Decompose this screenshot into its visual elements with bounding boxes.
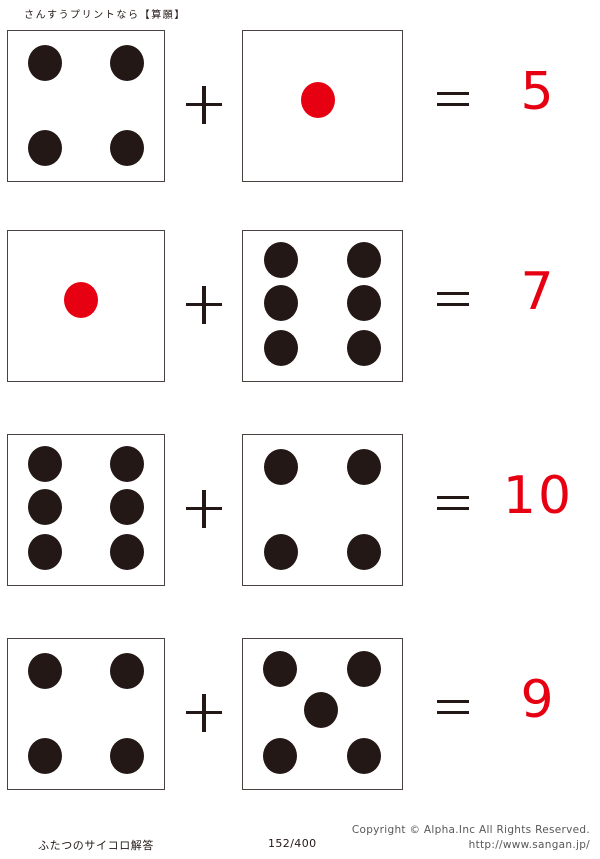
plus-icon	[186, 82, 222, 128]
die-pip	[28, 44, 63, 81]
die-right	[242, 434, 403, 586]
plus-icon	[186, 690, 222, 736]
die-left	[7, 30, 165, 182]
die-pip	[346, 448, 381, 485]
equals-icon	[437, 700, 469, 722]
equals-icon	[437, 292, 469, 314]
problem-row: 9	[0, 638, 600, 798]
die-pip	[28, 738, 63, 774]
die-pip	[346, 241, 381, 278]
page-title: さんすうプリントなら【算願】	[24, 10, 186, 21]
die-pip	[303, 691, 338, 728]
die-left	[7, 434, 165, 586]
die-pip	[300, 82, 335, 118]
footer-sheet-title: ふたつのサイコロ解答	[38, 839, 154, 852]
footer: ふたつのサイコロ解答 152/400 Copyright © Alpha.Inc…	[0, 822, 600, 859]
die-pip	[64, 282, 99, 318]
footer-copyright: Copyright © Alpha.Inc All Rights Reserve…	[351, 824, 590, 836]
answer-value: 9	[520, 670, 556, 730]
answer-value: 10	[502, 466, 574, 526]
die-pip	[28, 652, 63, 689]
die-pip	[262, 651, 297, 687]
die-pip	[262, 738, 297, 774]
die-left	[7, 230, 165, 382]
die-pip	[264, 330, 299, 366]
die-right	[242, 230, 403, 382]
die-pip	[346, 738, 381, 774]
answer-value: 7	[520, 262, 556, 322]
die-pip	[109, 489, 144, 525]
die-pip	[346, 534, 381, 570]
footer-page-number: 152/400	[268, 837, 317, 850]
die-left	[7, 638, 165, 790]
die-pip	[264, 241, 299, 278]
die-pip	[346, 651, 381, 687]
problem-row: 10	[0, 434, 600, 594]
problem-row: 5	[0, 30, 600, 190]
die-pip	[264, 448, 299, 485]
plus-icon	[186, 486, 222, 532]
die-pip	[109, 652, 144, 689]
die-pip	[346, 330, 381, 366]
die-pip	[28, 445, 63, 482]
plus-icon	[186, 282, 222, 328]
die-pip	[109, 445, 144, 482]
die-pip	[28, 489, 63, 525]
die-pip	[346, 285, 381, 321]
equals-icon	[437, 92, 469, 114]
die-pip	[264, 285, 299, 321]
problem-row: 7	[0, 230, 600, 390]
die-right	[242, 638, 403, 790]
die-pip	[109, 534, 144, 570]
die-pip	[109, 44, 144, 81]
die-pip	[264, 534, 299, 570]
footer-url[interactable]: http://www.sangan.jp/	[468, 839, 590, 851]
answer-value: 5	[520, 62, 556, 122]
die-pip	[28, 534, 63, 570]
die-pip	[109, 130, 144, 166]
equals-icon	[437, 496, 469, 518]
die-right	[242, 30, 403, 182]
die-pip	[109, 738, 144, 774]
die-pip	[28, 130, 63, 166]
